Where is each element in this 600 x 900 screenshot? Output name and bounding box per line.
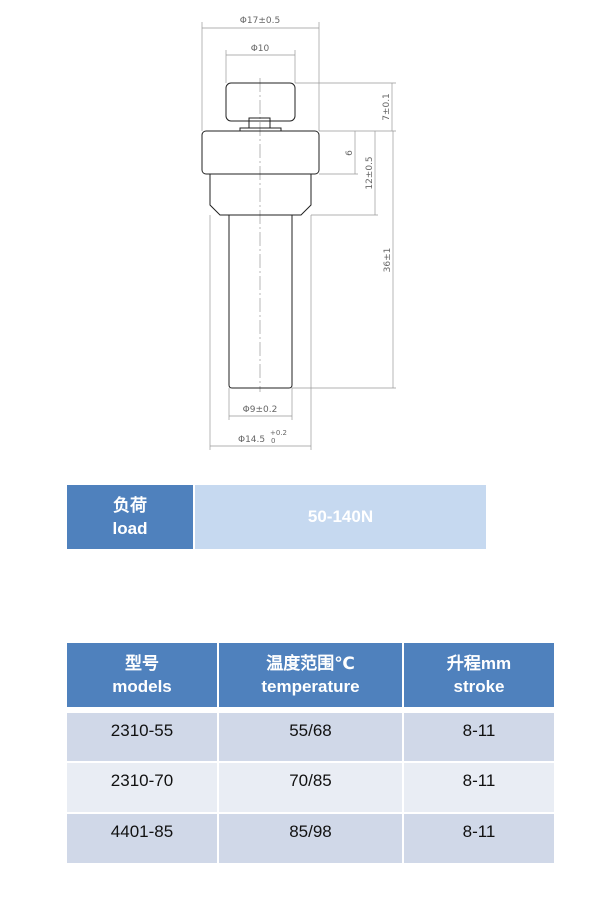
header-en: temperature xyxy=(261,677,360,696)
header-models: 型号 models xyxy=(67,643,217,707)
dim-cap-height: 7±0.1 xyxy=(382,93,392,121)
dim-shaft-dia: Φ9±0.2 xyxy=(243,405,278,415)
table-cell: 4401-85 xyxy=(67,814,217,863)
dim-flange-height: 6 xyxy=(345,150,355,156)
header-cn: 型号 xyxy=(125,654,159,673)
load-label-en: load xyxy=(112,519,148,538)
dim-body-height: 12±0.5 xyxy=(365,156,375,189)
technical-drawing: Φ17±0.5 Φ10 7±0.1 6 12±0.5 36±1 Φ9±0.2 Φ… xyxy=(201,16,396,450)
table-cell: 55/68 xyxy=(219,713,402,761)
header-cn: 温度范围℃ xyxy=(266,654,355,673)
header-temperature: 温度范围℃ temperature xyxy=(219,643,402,707)
header-en: models xyxy=(112,677,172,696)
table-cell: 2310-70 xyxy=(67,763,217,812)
table-cell: 85/98 xyxy=(219,814,402,863)
dim-total-length: 36±1 xyxy=(383,248,393,273)
dim-outer-dia: Φ17±0.5 xyxy=(240,16,280,26)
header-stroke: 升程mm stroke xyxy=(404,643,554,707)
load-value: 50-140N xyxy=(195,485,486,549)
load-label: 负荷 load xyxy=(67,485,193,549)
table-cell: 70/85 xyxy=(219,763,402,812)
dim-body-dia-tol-lower: 0 xyxy=(271,437,275,445)
dim-body-dia: Φ14.5 xyxy=(238,435,265,445)
header-en: stroke xyxy=(453,677,505,696)
table-cell: 2310-55 xyxy=(67,713,217,761)
dim-body-dia-tol-upper: +0.2 xyxy=(270,429,287,437)
table-cell: 8-11 xyxy=(404,713,554,761)
table-cell: 8-11 xyxy=(404,814,554,863)
dim-cap-dia: Φ10 xyxy=(251,44,270,54)
load-label-cn: 负荷 xyxy=(113,496,147,515)
header-cn: 升程mm xyxy=(446,654,512,673)
table-cell: 8-11 xyxy=(404,763,554,812)
